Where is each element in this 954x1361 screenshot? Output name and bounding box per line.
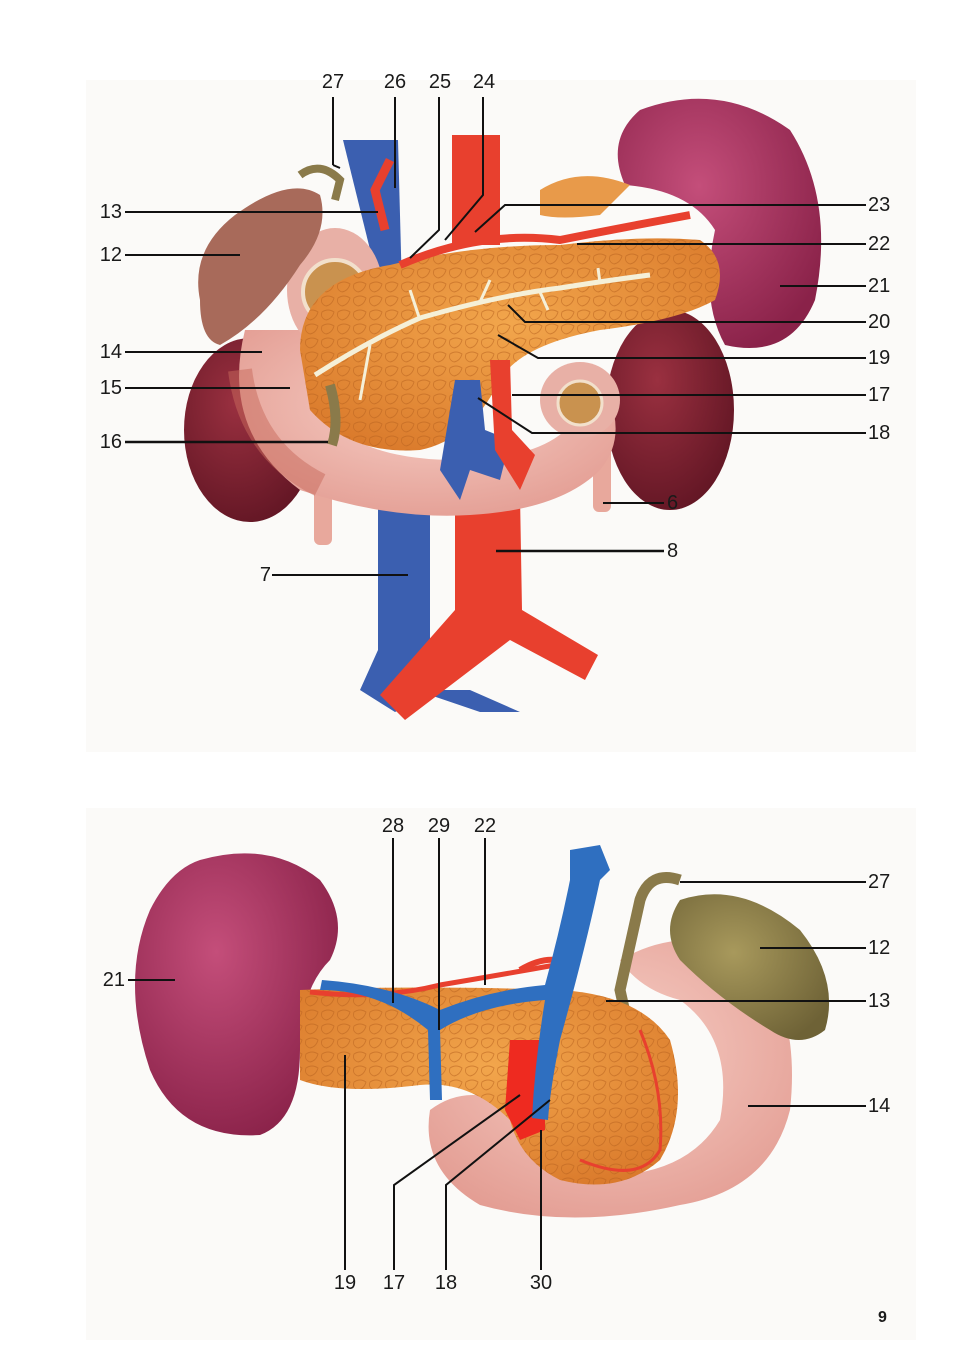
label-22-top: 22 bbox=[868, 233, 891, 255]
portal-vein bbox=[320, 845, 610, 1120]
top-leader-lines bbox=[125, 97, 866, 576]
label-29: 29 bbox=[427, 815, 451, 837]
abdominal-aorta bbox=[380, 495, 598, 720]
spleen-bottom bbox=[135, 853, 338, 1136]
label-15: 15 bbox=[99, 377, 122, 399]
hepatic-artery bbox=[370, 157, 395, 232]
label-17-top: 17 bbox=[868, 384, 891, 406]
duodenum-bottom bbox=[428, 940, 792, 1218]
label-19-bottom: 19 bbox=[333, 1272, 357, 1294]
common-bile-duct bbox=[614, 872, 682, 1082]
label-12-top: 12 bbox=[99, 244, 122, 266]
portal-vein-upper bbox=[343, 140, 402, 290]
label-6: 6 bbox=[667, 492, 679, 514]
label-18-top: 18 bbox=[868, 422, 891, 444]
label-23: 23 bbox=[868, 194, 891, 216]
label-28: 28 bbox=[381, 815, 405, 837]
pancreatic-duct bbox=[313, 272, 651, 378]
superior-mesenteric-artery bbox=[490, 360, 535, 490]
label-17-bottom: 17 bbox=[382, 1272, 406, 1294]
top-figure bbox=[125, 97, 866, 720]
label-12-bottom: 12 bbox=[868, 937, 891, 959]
label-13-bottom: 13 bbox=[868, 990, 891, 1012]
page-number: 9 bbox=[878, 1309, 887, 1326]
cystic-duct bbox=[297, 164, 345, 201]
label-18-bottom: 18 bbox=[434, 1272, 458, 1294]
common-bile-duct-top bbox=[325, 383, 341, 447]
label-8: 8 bbox=[667, 540, 679, 562]
label-16: 16 bbox=[99, 431, 122, 453]
bottom-leader-lines bbox=[128, 838, 866, 1270]
spleen bbox=[617, 98, 822, 348]
label-21-bottom: 21 bbox=[102, 969, 125, 991]
label-27-top: 27 bbox=[321, 71, 345, 93]
inferior-vena-cava bbox=[360, 490, 520, 712]
pancreas-lobules bbox=[300, 238, 720, 451]
gallbladder bbox=[670, 894, 830, 1040]
splenic-artery-top bbox=[398, 211, 691, 269]
label-21-top: 21 bbox=[868, 275, 891, 297]
superior-mesenteric-vein bbox=[440, 380, 510, 500]
aorta-upper bbox=[452, 135, 500, 245]
label-7: 7 bbox=[259, 564, 271, 586]
bottom-figure bbox=[128, 838, 866, 1270]
label-25: 25 bbox=[428, 71, 452, 93]
label-14-top: 14 bbox=[99, 341, 122, 363]
label-14-bottom: 14 bbox=[868, 1095, 891, 1117]
pancreas-tail-top bbox=[540, 176, 630, 218]
label-20: 20 bbox=[868, 311, 891, 333]
label-26: 26 bbox=[383, 71, 407, 93]
right-ureter bbox=[314, 490, 332, 545]
pancreas-bottom-lobules bbox=[300, 987, 678, 1185]
label-30: 30 bbox=[529, 1272, 553, 1294]
label-24: 24 bbox=[472, 71, 496, 93]
label-19-top: 19 bbox=[868, 347, 891, 369]
label-13-top: 13 bbox=[99, 201, 122, 223]
label-22-bottom: 22 bbox=[473, 815, 497, 837]
jejunum-lumen bbox=[556, 379, 604, 427]
pancreaticoduodenal-artery bbox=[579, 1029, 663, 1172]
duct-branches bbox=[358, 267, 602, 401]
left-kidney bbox=[606, 310, 734, 510]
gallbladder-top bbox=[198, 188, 323, 345]
label-27-bottom: 27 bbox=[868, 871, 891, 893]
